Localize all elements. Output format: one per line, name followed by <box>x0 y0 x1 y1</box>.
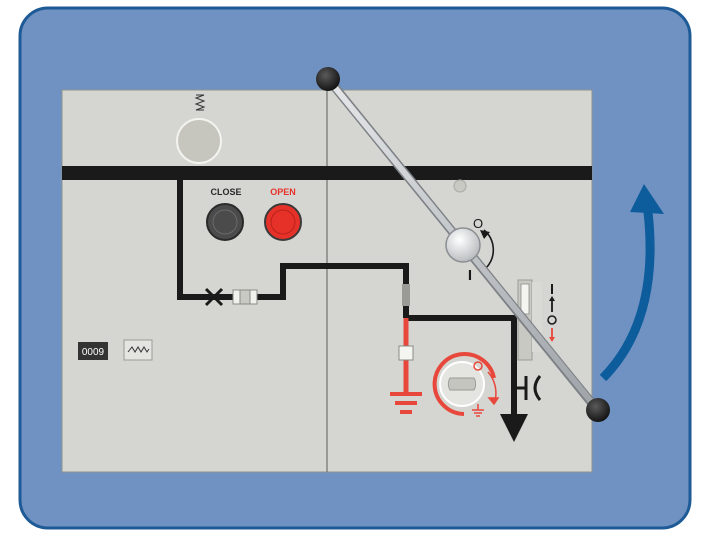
lever-knob-bottom[interactable] <box>586 398 610 422</box>
breaker-x-icon <box>204 287 224 307</box>
rotation-direction-arrow-icon <box>599 184 664 382</box>
fuse-icon <box>232 289 258 305</box>
open-label: OPEN <box>270 187 296 197</box>
earth-rotation-arrow-icon <box>487 371 500 406</box>
open-button-ring <box>270 209 296 235</box>
main-busbar <box>62 166 592 180</box>
earth-off-symbol <box>473 361 483 371</box>
spring-status-plate <box>123 339 153 361</box>
close-button[interactable] <box>206 203 244 241</box>
switch-rotation-arrow-icon <box>480 229 495 269</box>
open-button[interactable] <box>264 203 302 241</box>
voltage-indicator-icon <box>514 375 542 401</box>
close-button-ring <box>212 209 238 235</box>
counter-value: 0009 <box>82 347 105 358</box>
indicator-lamp <box>453 179 467 193</box>
spring-status-icon <box>127 346 150 353</box>
feeder-line <box>177 180 409 318</box>
earth-ground-icon <box>390 392 422 414</box>
disconnector-symbols <box>547 284 557 342</box>
switch-on-symbol: I <box>468 267 472 284</box>
spring-charge-icon <box>194 94 206 111</box>
close-label: CLOSE <box>210 187 241 197</box>
disconnector-segment <box>402 284 410 306</box>
down-arrow-icon <box>500 414 528 442</box>
earth-path-line <box>406 315 517 420</box>
spring-indicator-window <box>176 118 222 164</box>
earth-switch-socket[interactable] <box>432 352 496 416</box>
switch-off-symbol: O <box>473 216 483 231</box>
operations-counter <box>78 342 108 360</box>
small-earth-icon <box>472 404 484 417</box>
switch-hub[interactable] <box>445 227 481 263</box>
lever-knob-top[interactable] <box>316 67 340 91</box>
earth-fuse-icon <box>398 345 414 361</box>
